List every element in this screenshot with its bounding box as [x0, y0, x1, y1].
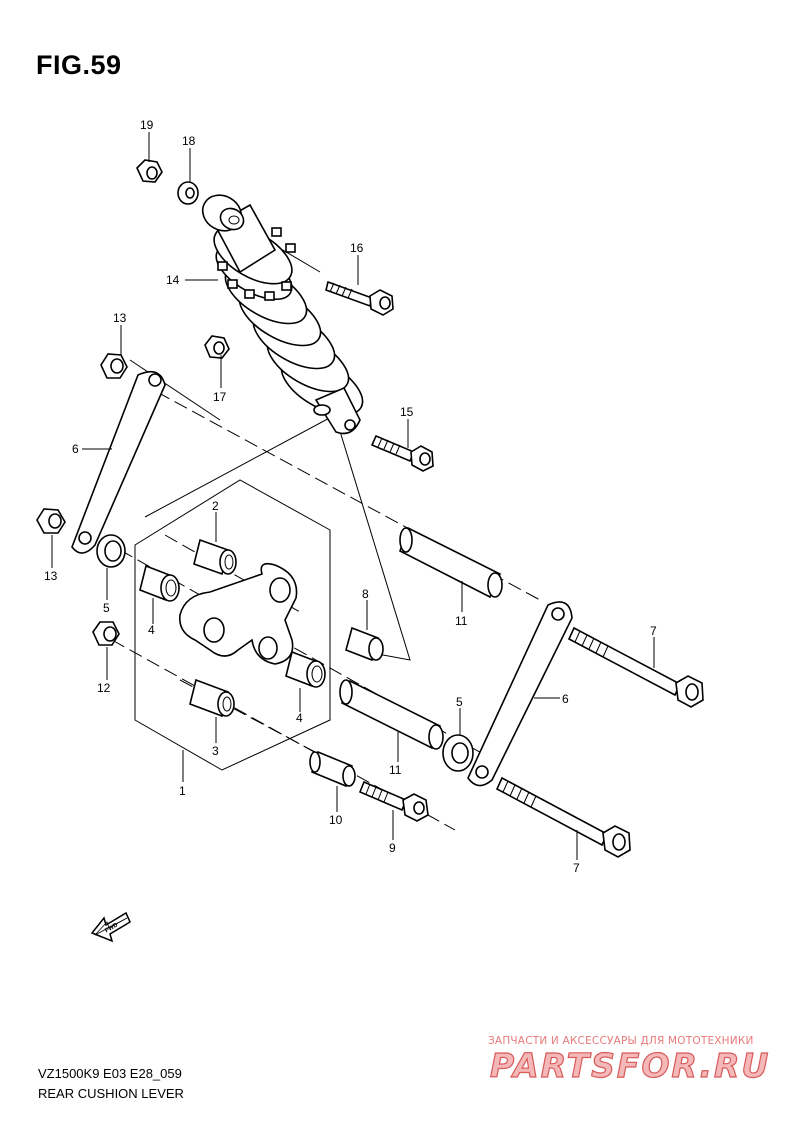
watermark-tagline: ЗАПЧАСТИ И АКСЕССУАРЫ ДЛЯ МОТОТЕХНИКИ: [488, 1035, 754, 1047]
part-17-nut: [204, 335, 230, 359]
callout-18: 18: [182, 134, 196, 148]
part-11-pipe-upper: [399, 526, 503, 599]
part-10-spacer: [309, 750, 356, 788]
figure-title: FIG.59: [36, 50, 122, 80]
part-6-rod-left: [71, 370, 166, 554]
part-11-pipe-lower: [339, 679, 444, 750]
part-7-bolt-upper: [567, 626, 704, 708]
part-3-bearing: [189, 678, 235, 718]
part-9-bolt: [358, 780, 429, 822]
callout-19: 19: [140, 118, 154, 132]
callout-13-top: 13: [113, 311, 127, 325]
cushion-lever-body: [178, 562, 298, 665]
part-5-collar-right: [442, 734, 474, 772]
callout-5-left: 5: [103, 601, 110, 615]
callout-13-bottom: 13: [44, 569, 58, 583]
callout-6-right: 6: [562, 692, 569, 706]
callout-17: 17: [213, 390, 227, 404]
callout-6-left: 6: [72, 442, 79, 456]
callout-7-lower: 7: [573, 861, 580, 875]
callout-4-right: 4: [296, 711, 303, 725]
lever-assembly-outline: [134, 479, 331, 771]
part-16-bolt: [325, 280, 394, 316]
callout-4-left: 4: [148, 623, 155, 637]
callout-14: 14: [166, 273, 180, 287]
part-13-nut-top: [100, 353, 128, 379]
section-name: REAR CUSHION LEVER: [38, 1086, 184, 1101]
part-7-bolt-lower: [495, 776, 631, 858]
part-19-nut: [136, 159, 163, 183]
callout-leader-lines: [51, 132, 655, 860]
callout-3: 3: [212, 744, 219, 758]
callout-16: 16: [350, 241, 364, 255]
part-15-bolt: [370, 434, 434, 472]
callout-1: 1: [179, 784, 186, 798]
fwd-arrow-icon: FWD: [90, 911, 131, 943]
callout-7-upper: 7: [650, 624, 657, 638]
model-code: VZ1500K9 E03 E28_059: [38, 1066, 182, 1081]
callout-11-upper: 11: [455, 614, 468, 628]
callout-12: 12: [97, 681, 111, 695]
adjuster-teeth: [217, 227, 296, 301]
callout-2: 2: [212, 499, 219, 513]
callout-8: 8: [362, 587, 369, 601]
callout-labels: 19 18 16 14 13 17 15 6 13 5 2 4 12 3 4 8…: [44, 118, 657, 875]
watermark-logo: PARTSFOR.RU: [489, 1045, 771, 1085]
part-18-washer: [177, 181, 199, 205]
callout-11-lower: 11: [389, 763, 402, 777]
assembly-guide-lines: [111, 219, 541, 831]
part-12-nut: [92, 621, 120, 646]
rear-shock-absorber: [201, 194, 364, 435]
part-4-bearing-right: [285, 650, 326, 688]
part-13-nut-bottom: [36, 508, 66, 534]
part-5-collar-left: [96, 534, 126, 568]
part-6-rod-right: [467, 601, 573, 787]
callout-10: 10: [329, 813, 343, 827]
part-4-bearing-left: [139, 564, 180, 602]
part-2-bearing: [193, 538, 237, 576]
callout-9: 9: [389, 841, 396, 855]
part-8-spacer: [345, 626, 384, 662]
callout-15: 15: [400, 405, 414, 419]
callout-5-right: 5: [456, 695, 463, 709]
